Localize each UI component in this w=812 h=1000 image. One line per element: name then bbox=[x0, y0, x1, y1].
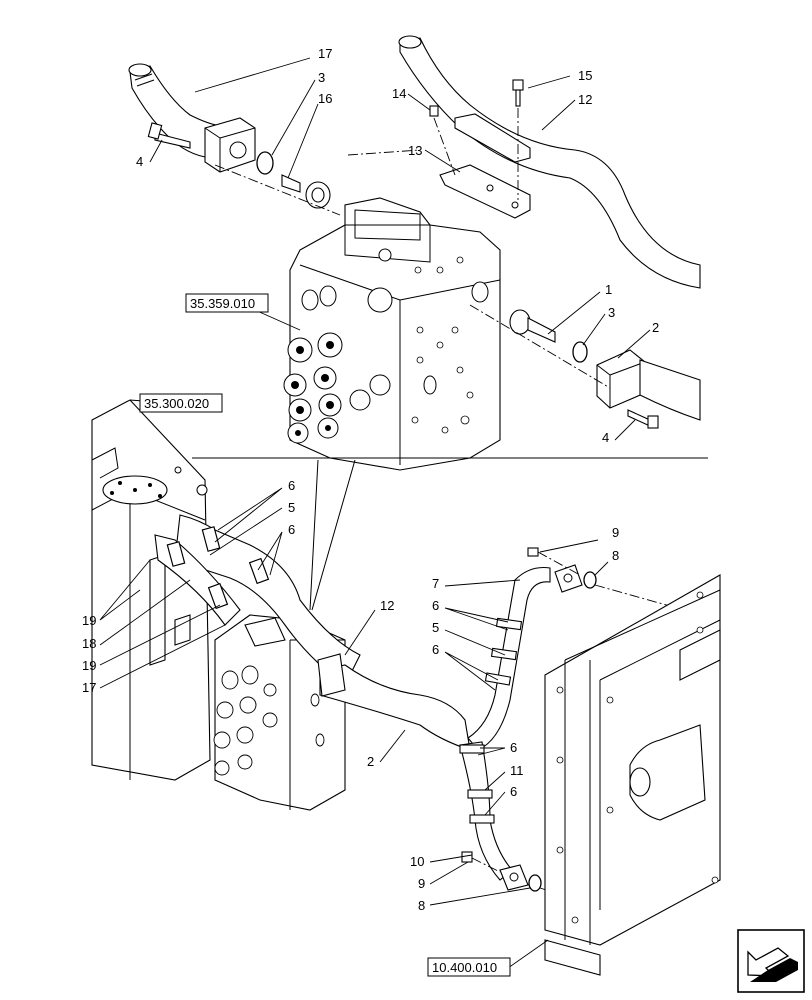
callout-6: 6 bbox=[288, 478, 295, 493]
callout-4b: 4 bbox=[602, 430, 609, 445]
flange-top bbox=[527, 547, 597, 593]
callout-13: 13 bbox=[408, 143, 422, 158]
bracket-13 bbox=[439, 164, 531, 219]
plug-16 bbox=[281, 174, 331, 209]
clamp-plate-12 bbox=[454, 113, 531, 163]
callout-7: 7 bbox=[432, 576, 439, 591]
oil-cooler bbox=[544, 574, 721, 976]
hose-12-upper bbox=[398, 35, 701, 289]
split-flange-upper bbox=[204, 117, 256, 173]
nut-14 bbox=[429, 105, 439, 117]
ref-10-400-010[interactable]: 10.400.010 bbox=[427, 957, 511, 977]
callout-4: 4 bbox=[136, 154, 143, 169]
bolt-4-lower bbox=[627, 409, 659, 429]
bolt-15 bbox=[512, 79, 524, 107]
callout-11: 11 bbox=[510, 763, 524, 778]
split-flange-2 bbox=[596, 349, 646, 409]
callout-19b: 19 bbox=[82, 658, 96, 673]
callout-6b: 6 bbox=[288, 522, 295, 537]
hose-assembly-tank bbox=[154, 514, 361, 686]
callout-18: 18 bbox=[82, 636, 96, 651]
callout-5b: 5 bbox=[432, 620, 439, 635]
ref-35-300-020[interactable]: 35.300.020 bbox=[139, 393, 223, 413]
callout-6f: 6 bbox=[510, 784, 517, 799]
callout-3b: 3 bbox=[608, 305, 615, 320]
bolt-4-upper bbox=[147, 122, 191, 149]
plug-1 bbox=[509, 309, 556, 343]
svg-text:35.359.010: 35.359.010 bbox=[190, 296, 255, 311]
callout-17: 17 bbox=[318, 46, 332, 61]
callout-6c: 6 bbox=[432, 598, 439, 613]
callout-16: 16 bbox=[318, 91, 332, 106]
callout-10: 10 bbox=[410, 854, 424, 869]
oring-3-upper bbox=[256, 151, 274, 175]
callout-12b: 12 bbox=[380, 598, 394, 613]
callout-15: 15 bbox=[578, 68, 592, 83]
callout-8: 8 bbox=[612, 548, 619, 563]
callout-3: 3 bbox=[318, 70, 325, 85]
callout-9: 9 bbox=[612, 525, 619, 540]
callout-2b: 2 bbox=[367, 754, 374, 769]
callout-12: 12 bbox=[578, 92, 592, 107]
callout-8b: 8 bbox=[418, 898, 425, 913]
arrow-icon[interactable] bbox=[737, 929, 805, 993]
callout-14: 14 bbox=[392, 86, 406, 101]
ref-35-359-010[interactable]: 35.359.010 bbox=[185, 293, 269, 313]
control-valve-lower bbox=[213, 614, 346, 811]
callout-6d: 6 bbox=[432, 642, 439, 657]
callout-1: 1 bbox=[605, 282, 612, 297]
hose-7-11 bbox=[459, 566, 551, 881]
hose-2-upper bbox=[639, 359, 701, 421]
callout-17b: 17 bbox=[82, 680, 96, 695]
callout-9b: 9 bbox=[418, 876, 425, 891]
svg-text:35.300.020: 35.300.020 bbox=[144, 396, 209, 411]
hydraulic-tank bbox=[91, 399, 211, 781]
oring-3-lower bbox=[572, 341, 588, 363]
control-valve-upper bbox=[283, 197, 501, 471]
callout-5: 5 bbox=[288, 500, 295, 515]
callout-19: 19 bbox=[82, 613, 96, 628]
svg-text:10.400.010: 10.400.010 bbox=[432, 960, 497, 975]
leader-lines bbox=[99, 57, 651, 969]
callout-labels: 17 3 16 4 15 14 12 13 1 3 2 4 6 5 6 19 1… bbox=[82, 46, 659, 913]
callout-6e: 6 bbox=[510, 740, 517, 755]
callout-2: 2 bbox=[652, 320, 659, 335]
